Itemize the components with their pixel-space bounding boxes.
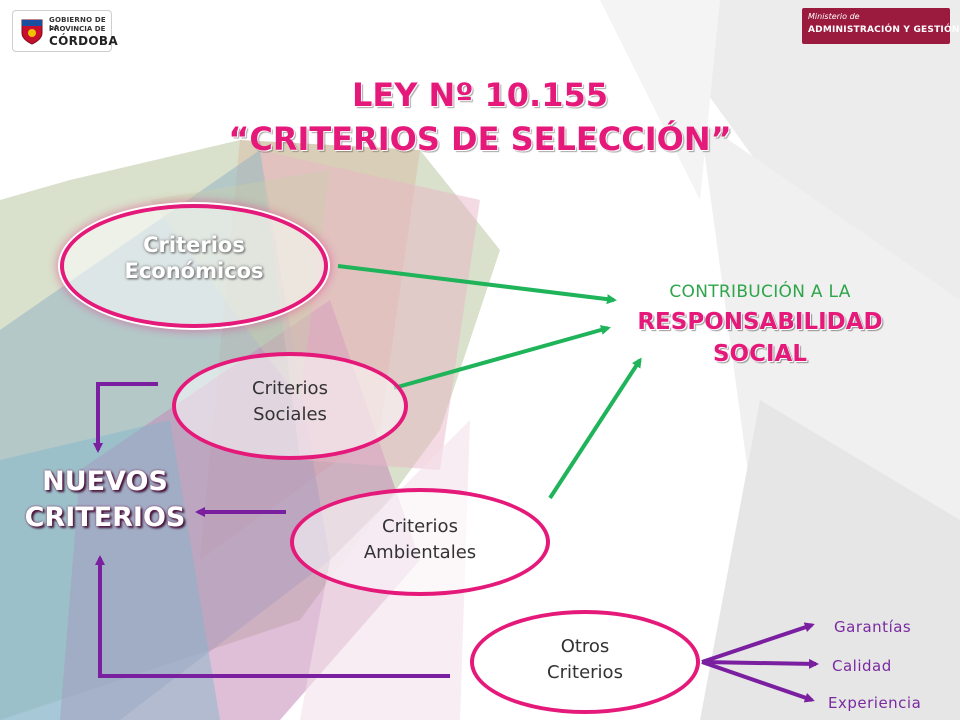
criterios-sociales-node	[172, 352, 408, 460]
nuevos-criterios-label: NUEVOS CRITERIOS	[10, 464, 200, 536]
label-line-2: Económicos	[124, 259, 264, 283]
otros-criterios-label: Otros Criterios	[470, 634, 700, 686]
criterios-economicos-node	[60, 204, 328, 328]
nuevos-line-1: NUEVOS	[42, 466, 168, 497]
otros-item-experiencia: Experiencia	[828, 694, 922, 712]
logo-line-2: PROVINCIA DE	[49, 25, 106, 33]
ministerio-label: Ministerio de	[808, 12, 860, 21]
responsabilidad-label: RESPONSABILIDAD	[637, 309, 883, 335]
ministerio-logo: Ministerio de ADMINISTRACIÓN Y GESTIÓN P…	[802, 8, 960, 44]
social-label: SOCIAL	[712, 341, 807, 367]
criterios-ambientales-node	[290, 488, 550, 596]
logo-line-3: CÓRDOBA	[49, 34, 118, 48]
label-line-1: Criterios	[252, 378, 328, 399]
contribucion-responsabilidad-social: CONTRIBUCIÓN A LA RESPONSABILIDAD SOCIAL	[610, 282, 910, 370]
criterios-ambientales-label: Criterios Ambientales	[290, 514, 550, 566]
gobierno-cordoba-logo: GOBIERNO DE LA PROVINCIA DE CÓRDOBA	[12, 10, 118, 52]
criterios-economicos-label: Criterios Económicos	[60, 232, 328, 284]
nuevos-line-2: CRITERIOS	[24, 502, 186, 533]
contribucion-label: CONTRIBUCIÓN A LA	[669, 282, 851, 302]
label-line-2: Sociales	[253, 404, 327, 425]
label-line-2: Criterios	[547, 662, 623, 683]
otros-item-garantias: Garantías	[834, 618, 912, 636]
otros-criterios-node	[470, 610, 700, 714]
label-line-1: Otros	[560, 636, 610, 657]
label-line-1: Criterios	[382, 516, 458, 537]
label-line-1: Criterios	[143, 233, 245, 257]
ministerio-name: ADMINISTRACIÓN Y GESTIÓN PÚBLICA	[808, 25, 960, 35]
label-line-2: Ambientales	[363, 542, 477, 563]
logo-line-1: GOBIERNO DE LA	[49, 16, 106, 32]
provincial-seal-icon	[21, 19, 43, 45]
slide-title-law: LEY Nº 10.155	[351, 76, 608, 114]
slide-title-criteria: “CRITERIOS DE SELECCIÓN”	[228, 120, 732, 158]
otros-item-calidad: Calidad	[832, 657, 892, 675]
criterios-sociales-label: Criterios Sociales	[172, 376, 408, 428]
